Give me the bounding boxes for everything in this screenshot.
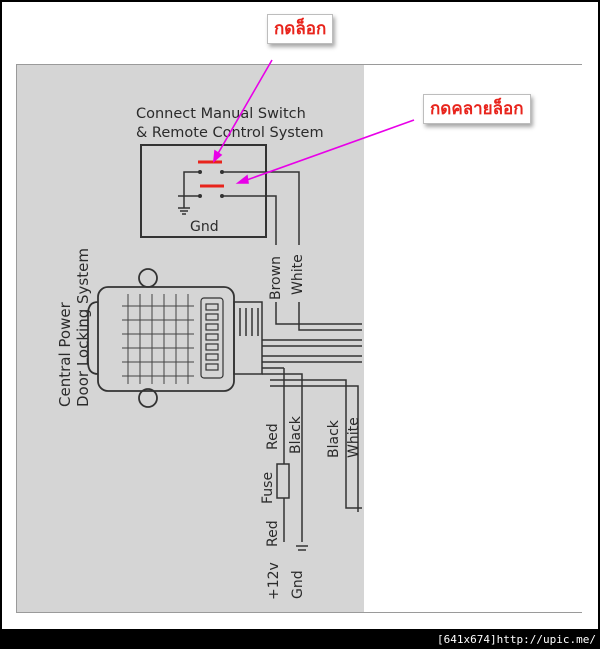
lock-pointer-arrow bbox=[213, 59, 273, 163]
page-rule-top bbox=[17, 64, 582, 65]
brown-wire-label: Brown bbox=[268, 256, 284, 300]
central-locking-unit bbox=[87, 268, 235, 408]
unit-grid bbox=[122, 294, 194, 384]
lock-callout: กดล็อก bbox=[267, 14, 334, 44]
fuse-label: Fuse bbox=[260, 472, 276, 504]
scanned-diagram-area bbox=[17, 65, 364, 613]
switch-box bbox=[140, 144, 267, 238]
plus-12v-label: +12v bbox=[266, 562, 282, 600]
page-rule-bottom bbox=[17, 612, 582, 613]
system-label-line-1: Central Power bbox=[56, 301, 74, 407]
gnd-bottom-label: Gnd bbox=[290, 570, 306, 599]
wire-connector bbox=[233, 301, 263, 375]
white-wire-label-right: White bbox=[346, 417, 362, 458]
fuse-symbol bbox=[276, 463, 290, 499]
black-wire-label-right: Black bbox=[326, 419, 342, 458]
red-wire-label-bottom: Red bbox=[265, 520, 281, 547]
unlock-callout: กดคลายล็อก bbox=[423, 94, 531, 124]
ground-symbol bbox=[296, 545, 308, 551]
page-rule-left bbox=[16, 64, 17, 613]
gnd-box-label: Gnd bbox=[190, 219, 219, 235]
switch-to-unit-wires bbox=[275, 302, 300, 320]
image-host-footer: [641x674]http://upic.me/ bbox=[437, 633, 596, 646]
switch-wiring bbox=[178, 171, 300, 245]
white-wire-label-top: White bbox=[290, 254, 306, 295]
unit-terminal-strip bbox=[200, 297, 224, 379]
header-line-1: Connect Manual Switch bbox=[136, 106, 306, 122]
wire-harness bbox=[262, 320, 362, 542]
black-wire-label: Black bbox=[288, 415, 304, 454]
red-wire-label: Red bbox=[265, 423, 281, 450]
wiring-diagram: Connect Manual Switch & Remote Control S… bbox=[56, 59, 415, 600]
system-label-line-2: Door Locking System bbox=[74, 248, 92, 407]
unlock-pointer-arrow bbox=[235, 119, 415, 184]
switch-contacts bbox=[198, 170, 224, 198]
screenshot-frame: Connect Manual Switch & Remote Control S… bbox=[2, 2, 598, 629]
